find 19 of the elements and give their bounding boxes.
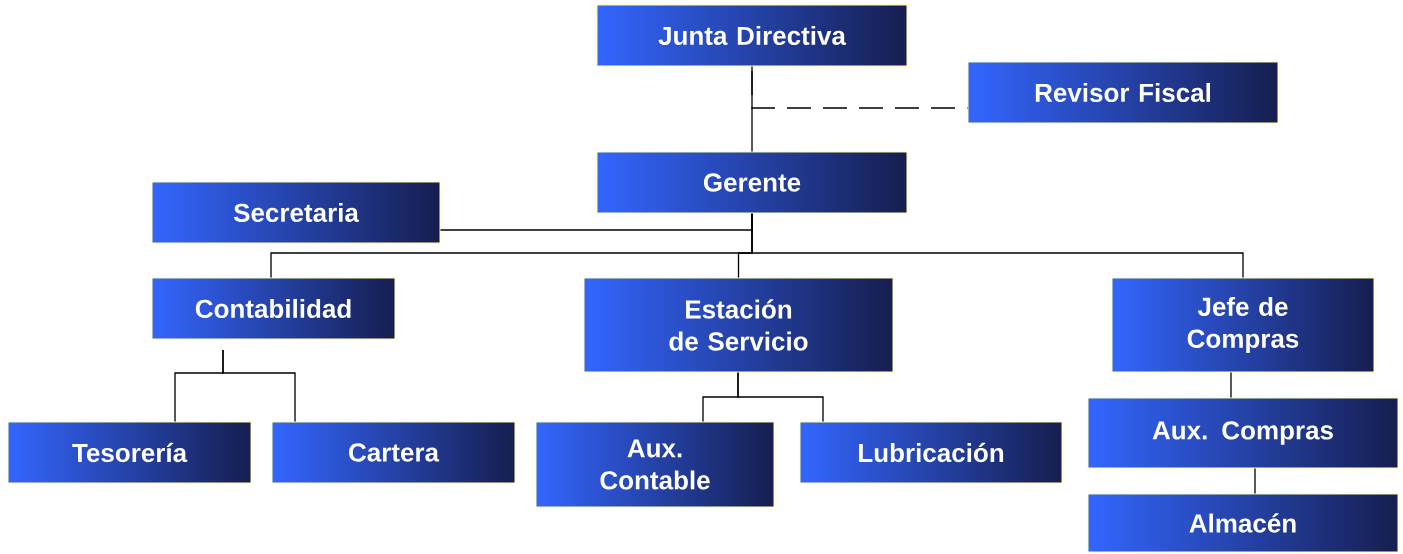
org-box: Estación de Servicio <box>583 277 894 373</box>
org-box: Jefe de Compras <box>1111 277 1375 373</box>
org-box: Aux. Compras <box>1087 397 1399 469</box>
connector-line <box>222 349 296 423</box>
org-box: Contabilidad <box>151 277 396 340</box>
org-box: Cartera <box>271 421 516 484</box>
connector-line <box>1254 467 1256 495</box>
org-box: Gerente <box>596 151 908 214</box>
org-box: Junta Directiva <box>596 4 908 67</box>
connector-line <box>737 371 824 423</box>
org-box: Tesorería <box>7 421 252 484</box>
org-box: Revisor Fiscal <box>967 61 1279 124</box>
connector-line <box>751 212 1244 279</box>
org-box: Almacén <box>1087 493 1399 553</box>
connector-line <box>1230 371 1232 399</box>
connector-line <box>751 65 753 153</box>
org-box: Lubricación <box>799 421 1063 484</box>
org-box: Aux. Contable <box>535 421 775 508</box>
org-box: Secretaria <box>151 181 441 244</box>
